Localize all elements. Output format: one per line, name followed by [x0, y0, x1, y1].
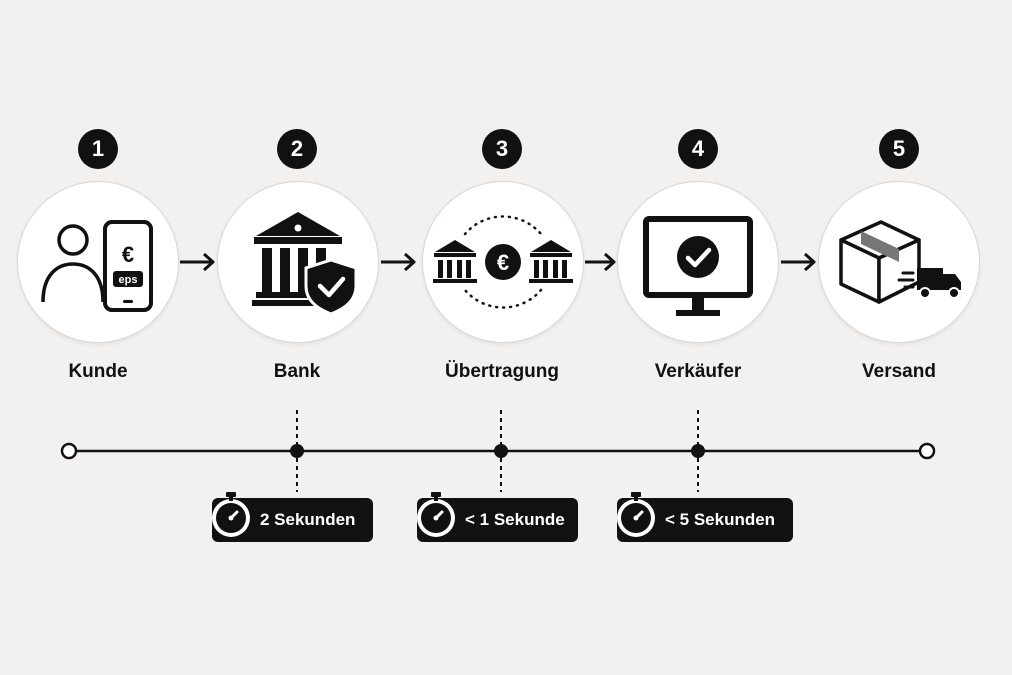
arrow-right-icon — [180, 252, 215, 272]
step-4-badge: 4 — [678, 129, 718, 169]
phone-euro-sign: € — [122, 242, 134, 267]
arrow-right-icon — [381, 252, 416, 272]
step-4-circle — [617, 181, 779, 343]
duration-pill-2: < 1 Sekunde — [417, 492, 578, 542]
duration-label-1: 2 Sekunden — [260, 510, 356, 529]
stopwatch-icon — [212, 492, 250, 537]
step-5-label: Versand — [862, 361, 936, 382]
arrow-right-icon — [585, 252, 616, 272]
duration-label-2: < 1 Sekunde — [465, 510, 565, 529]
step-1-circle: € eps — [17, 181, 179, 343]
step-4-label: Verkäufer — [654, 361, 742, 382]
timeline — [60, 410, 936, 492]
phone-eps-text: eps — [119, 274, 138, 286]
duration-label-3: < 5 Sekunden — [665, 510, 776, 529]
customer-phone-icon: € eps — [41, 220, 153, 312]
stopwatch-icon — [417, 492, 455, 537]
step-3-label: Übertragung — [445, 361, 559, 382]
duration-pill-3: < 5 Sekunden — [617, 492, 793, 542]
monitor-check-icon — [643, 216, 753, 316]
step-3-badge: 3 — [482, 129, 522, 169]
arrow-right-icon — [781, 252, 816, 272]
step-1-label: Kunde — [68, 361, 128, 382]
step-2-circle — [217, 181, 379, 343]
step-2-label: Bank — [273, 361, 321, 382]
stopwatch-icon — [617, 492, 655, 537]
step-3-circle: € — [422, 181, 584, 343]
step-5-badge: 5 — [879, 129, 919, 169]
step-5-circle — [818, 181, 980, 343]
step-1-badge: 1 — [78, 129, 118, 169]
package-truck-icon — [839, 220, 961, 304]
euro-coin-sign: € — [497, 250, 509, 275]
bank-transfer-icon: € — [433, 215, 573, 309]
bank-shield-icon — [252, 212, 358, 316]
step-2-badge: 2 — [277, 129, 317, 169]
duration-pill-1: 2 Sekunden — [212, 492, 373, 542]
